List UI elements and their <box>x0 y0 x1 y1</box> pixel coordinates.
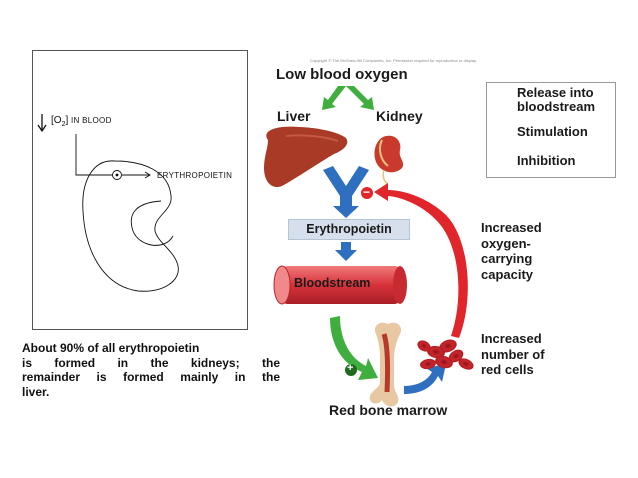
legend-release-line-2: bloodstream <box>517 99 596 114</box>
increased-cells-label: Increased number of red cells <box>481 331 545 378</box>
low-blood-oxygen-label: Low blood oxygen <box>276 66 408 83</box>
o2-label: [O2] IN BLOOD <box>51 115 112 128</box>
release-down-arrow-icon <box>335 242 357 261</box>
liver-label: Liver <box>277 108 311 124</box>
red-blood-cells-icon <box>417 339 474 370</box>
legend-release: Release into bloodstream <box>517 86 595 114</box>
cells-line-1: Increased <box>481 331 542 346</box>
liver-icon <box>264 126 348 188</box>
cells-line-2: number of <box>481 346 545 362</box>
bloodstream-vessel <box>273 265 407 305</box>
plus-sign: + <box>347 362 354 374</box>
release-y-arrow-icon <box>323 166 369 218</box>
stimulation-plus-icon <box>345 364 357 376</box>
legend-inhibition: Inhibition <box>517 153 576 168</box>
kidney-outline <box>82 160 179 292</box>
legend-release-line-1: Release into <box>517 85 594 100</box>
caption-line-3: remainder is formed mainly in the <box>22 370 280 384</box>
erythropoietin-output-label: ERYTHROPOIETIN <box>157 171 233 180</box>
caption-line-1: About 90% of all erythropoietin <box>22 341 200 355</box>
caption: About 90% of all erythropoietin is forme… <box>22 341 280 399</box>
o2-symbol: [O <box>51 115 62 126</box>
caption-line-2: is formed in the kidneys; the <box>22 355 280 370</box>
inhibition-feedback-arrow-icon <box>374 183 468 338</box>
legend-stimulation: Stimulation <box>517 124 588 139</box>
stimulation-arrows-top-icon <box>322 86 374 110</box>
ureter-line <box>130 200 174 246</box>
o2-down-arrow-icon <box>37 114 47 133</box>
capacity-line-2: oxygen- <box>481 235 531 251</box>
kidney-schematic <box>37 114 179 292</box>
increased-capacity-label: Increased oxygen- carrying capacity <box>481 220 542 282</box>
kidney-icon <box>374 135 404 185</box>
in-blood-label: IN BLOOD <box>71 116 112 125</box>
capacity-line-3: carrying <box>481 251 533 266</box>
capacity-line-1: Increased <box>481 220 542 235</box>
kidney-schematic-panel: [O2] IN BLOOD ↓ ERYTHROPOIETIN <box>32 50 248 330</box>
release-arrow-cells-icon <box>404 364 446 394</box>
minus-sign: − <box>363 185 371 199</box>
capacity-line-4: capacity <box>481 266 534 282</box>
o2-close: ] <box>65 115 69 126</box>
o2-subscript: 2 <box>61 121 66 128</box>
signal-line <box>75 134 117 176</box>
bloodstream-label: Bloodstream <box>294 276 371 290</box>
copyright-line: Copyright © The McGraw-Hill Companies, I… <box>310 58 477 63</box>
kidney-label: Kidney <box>376 108 423 124</box>
red-bone-marrow-label: Red bone marrow <box>329 402 448 418</box>
erythropoietin-label: Erythropoietin <box>288 219 410 240</box>
bone-icon <box>369 322 402 407</box>
inhibition-minus-icon <box>361 187 373 199</box>
cells-line-3: red cells <box>481 362 534 377</box>
caption-line-4: liver. <box>22 384 50 399</box>
legend: Release into bloodstream Stimulation Inh… <box>486 82 616 178</box>
